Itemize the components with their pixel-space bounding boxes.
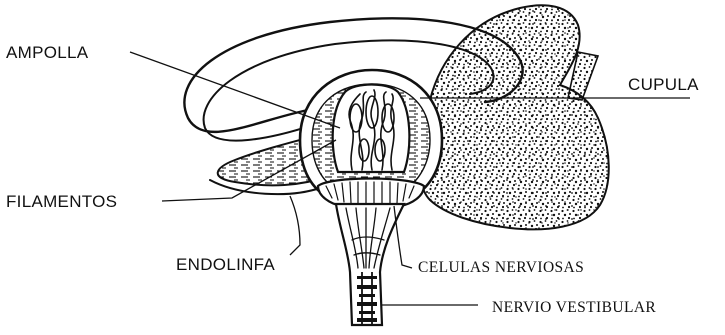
label-nervio-vestibular: NERVIO VESTIBULAR — [492, 299, 656, 316]
label-cupula: CUPULA — [628, 75, 699, 94]
label-filamentos: FILAMENTOS — [6, 192, 117, 211]
crista-nerve-cells — [318, 179, 424, 207]
utricle-sac — [421, 5, 608, 229]
leader-ampolla — [130, 52, 340, 128]
leader-endolinfa — [290, 196, 300, 255]
label-ampolla: AMPOLLA — [6, 43, 89, 62]
cupula — [333, 85, 410, 173]
label-celulas-nerviosas: CELULAS NERVIOSAS — [418, 259, 584, 276]
label-endolinfa: ENDOLINFA — [176, 255, 275, 274]
vestibular-nerve — [336, 204, 404, 325]
